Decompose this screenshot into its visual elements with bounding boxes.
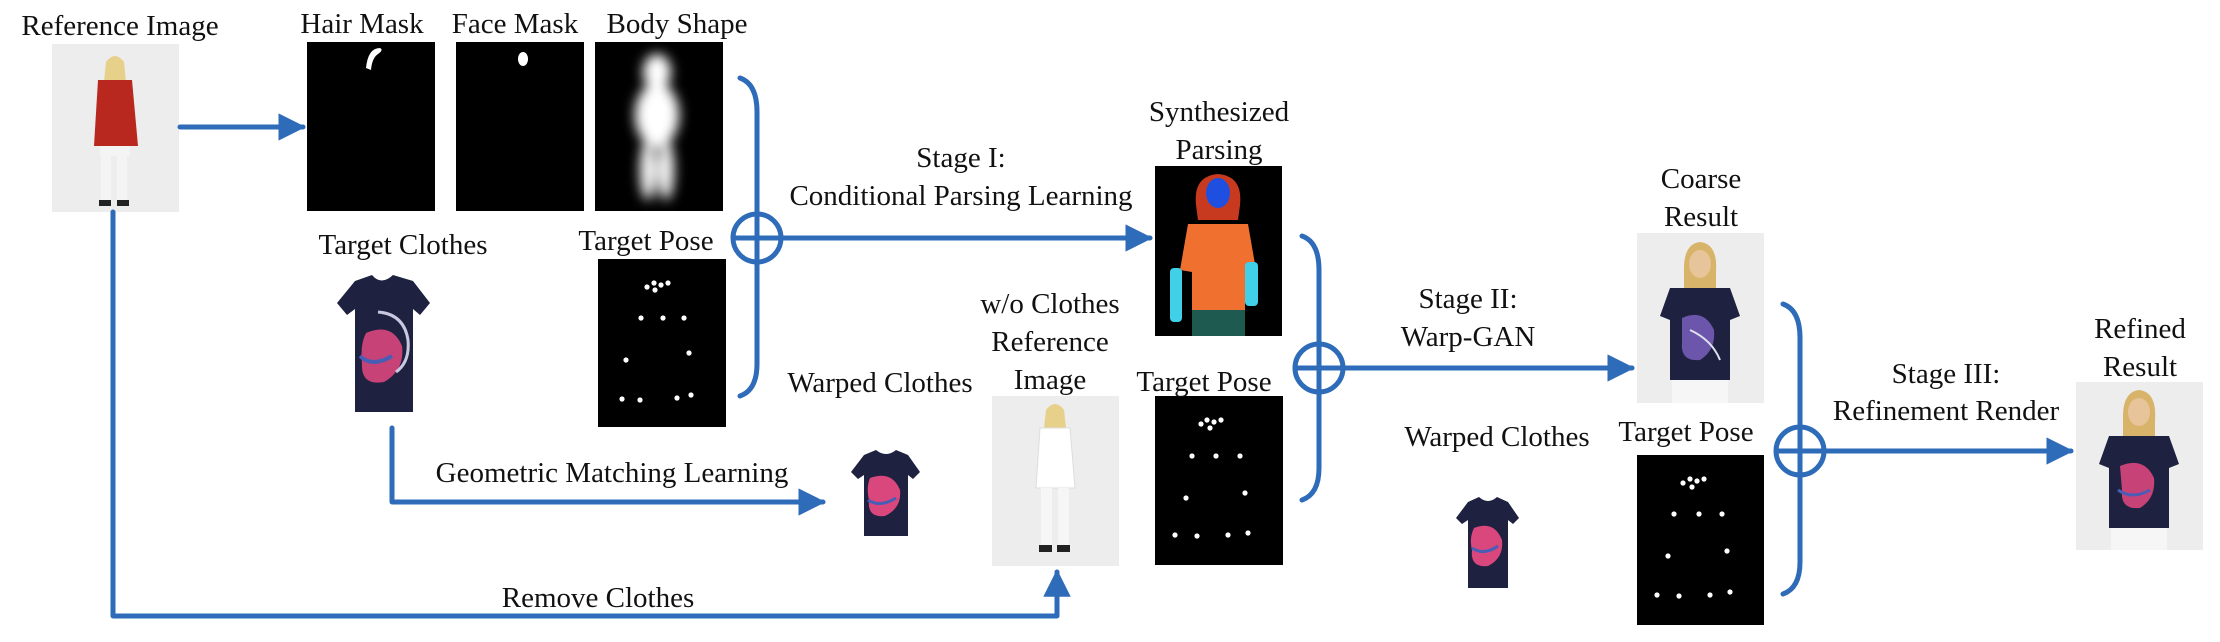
target-clothes-image	[337, 275, 430, 412]
warped-clothes-image	[1456, 497, 1519, 588]
label-stage3-title: Stage III:	[1892, 358, 2001, 390]
label-coarse-result: Result	[1664, 201, 1738, 233]
label-target-pose: Target Pose	[578, 225, 713, 257]
target-pose-image	[598, 259, 726, 427]
face-mask-image	[456, 42, 584, 211]
label-coarse-result: Coarse	[1661, 163, 1742, 195]
label-body-shape: Body Shape	[607, 8, 748, 40]
label-synthesized-parsing: Synthesized	[1149, 96, 1290, 128]
label-geometric-matching: Geometric Matching Learning	[436, 457, 789, 489]
label-stage2-name: Warp-GAN	[1401, 321, 1536, 353]
arrow-geometric-matching	[389, 425, 826, 516]
concat-circle-plus-icon	[1292, 341, 1346, 395]
target-pose-image	[1155, 396, 1283, 565]
warped-clothes-image	[851, 450, 920, 536]
label-target-clothes: Target Clothes	[319, 229, 488, 261]
label-stage3-name: Refinement Render	[1833, 395, 2060, 427]
reference-image	[52, 44, 179, 212]
label-warped-clothes: Warped Clothes	[787, 367, 972, 399]
label-stage1-name: Conditional Parsing Learning	[789, 180, 1132, 212]
body-shape-image	[595, 42, 723, 211]
label-warped-clothes: Warped Clothes	[1404, 421, 1589, 453]
hair-mask-image	[307, 42, 435, 211]
arrow-remove-clothes	[110, 209, 1071, 619]
coarse-result-image	[1637, 233, 1764, 403]
target-pose-image	[1637, 455, 1764, 625]
concat-circle-plus-icon	[730, 211, 784, 265]
label-synthesized-parsing: Parsing	[1176, 134, 1263, 166]
label-target-pose: Target Pose	[1618, 416, 1753, 448]
label-wo-clothes-reference: Reference	[991, 326, 1109, 358]
label-stage2-title: Stage II:	[1418, 283, 1517, 315]
wo-clothes-reference-image	[992, 396, 1119, 566]
refined-result-image	[2076, 382, 2203, 550]
label-face-mask: Face Mask	[452, 8, 579, 40]
label-hair-mask: Hair Mask	[300, 8, 424, 40]
label-stage1-title: Stage I:	[916, 142, 1005, 174]
label-remove-clothes: Remove Clothes	[502, 582, 695, 614]
label-wo-clothes-reference: w/o Clothes	[980, 288, 1119, 320]
label-refined-result: Result	[2103, 351, 2177, 383]
label-target-pose: Target Pose	[1136, 366, 1271, 398]
label-refined-result: Refined	[2094, 313, 2186, 345]
label-wo-clothes-reference: Image	[1014, 364, 1086, 396]
label-reference-image: Reference Image	[21, 10, 218, 42]
concat-circle-plus-icon	[1773, 424, 1827, 478]
synthesized-parsing-image	[1155, 166, 1282, 336]
